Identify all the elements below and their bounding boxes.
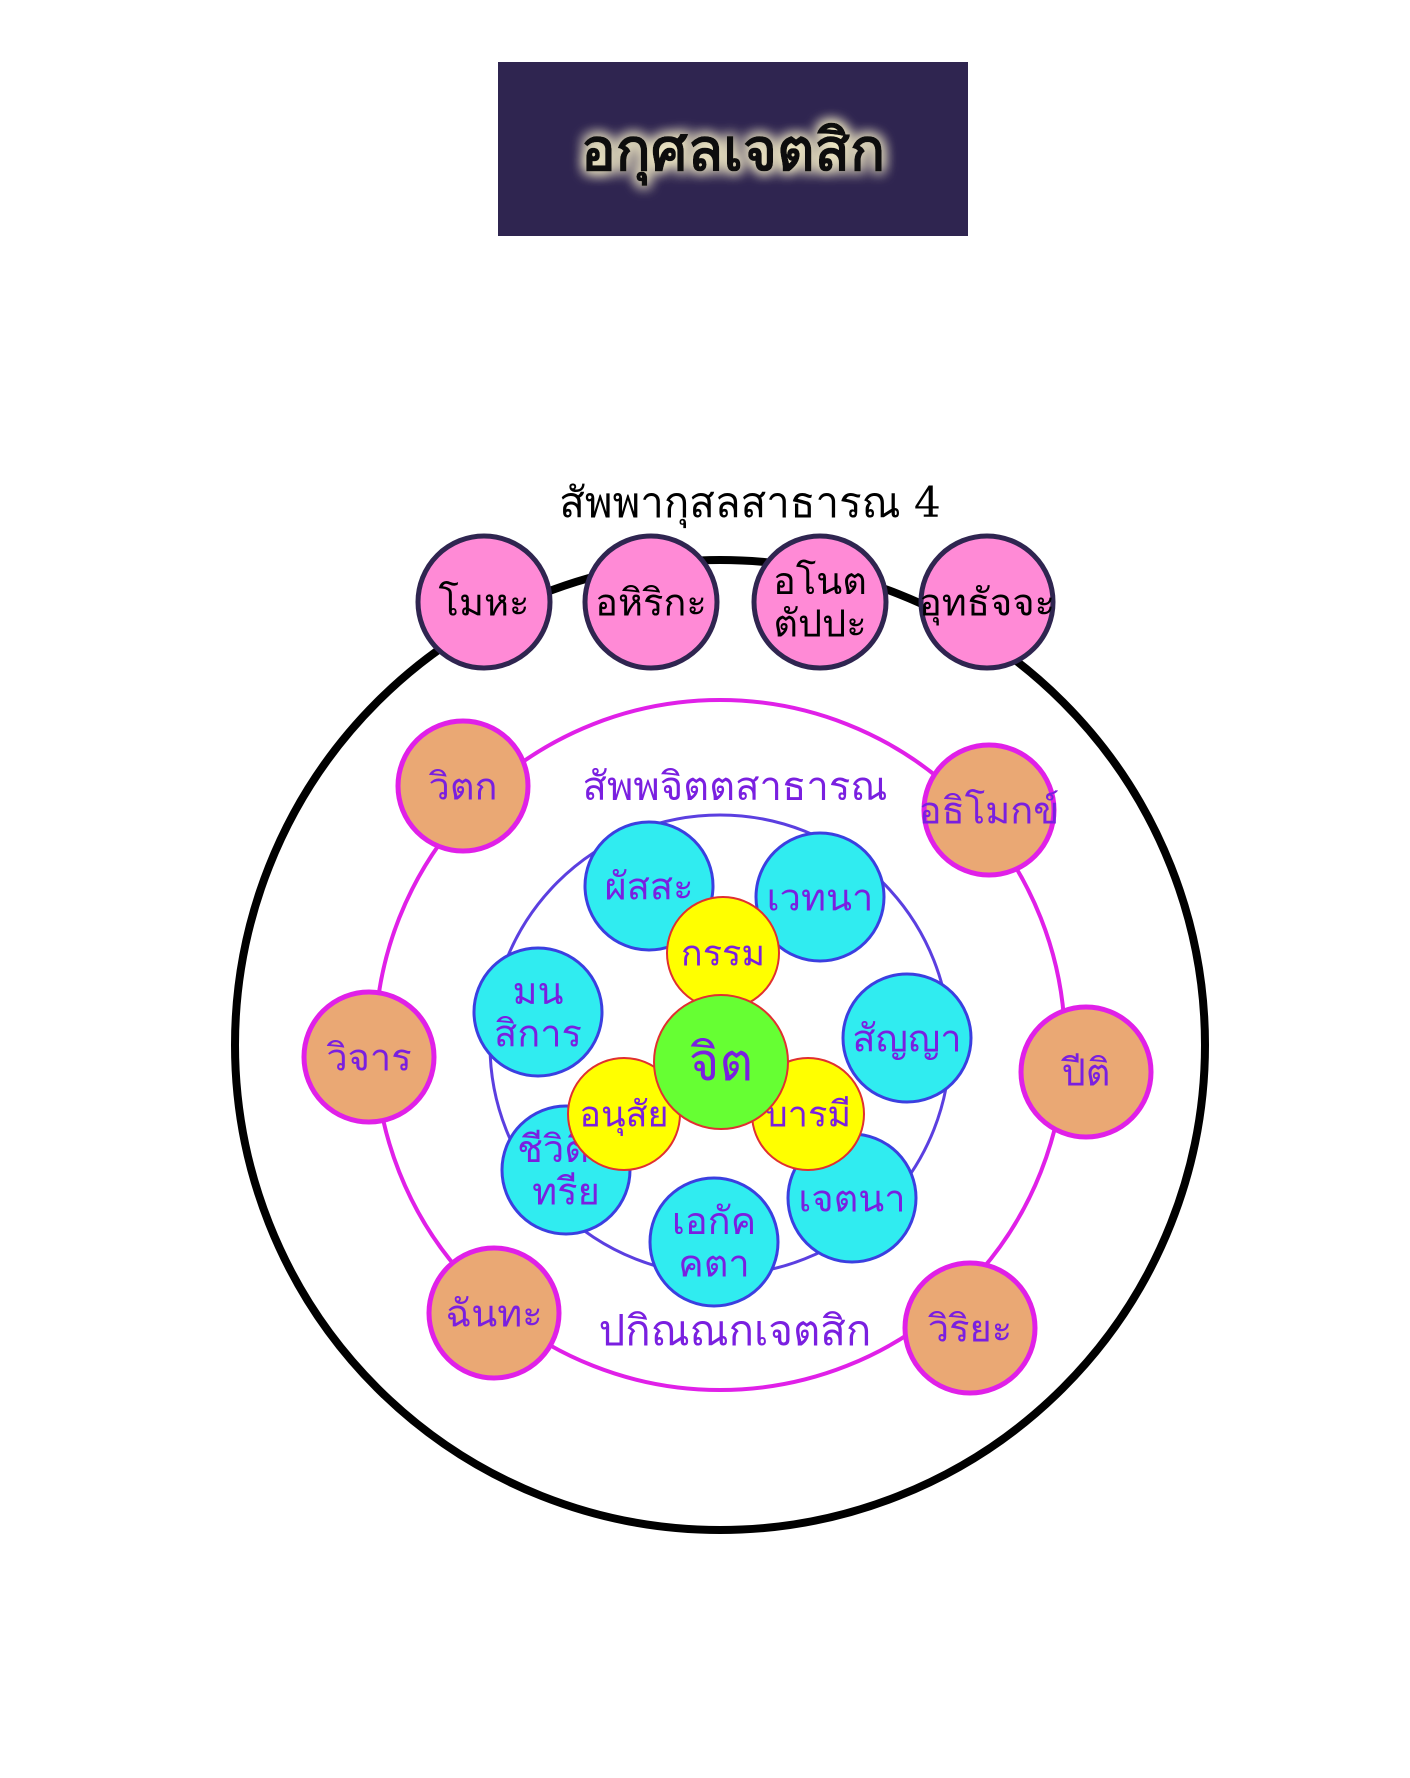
sabbacitta-node-label: สัญญา [852, 1016, 961, 1060]
pakinnaka-node-label: อธิโมกข์ [919, 788, 1059, 832]
sabbacitta-node-circle [754, 831, 886, 963]
top-group-node-circle [582, 533, 720, 671]
top-group-node-circle [918, 533, 1056, 671]
top-group-node-label: อุทธัจจะ [919, 580, 1055, 625]
top-group-node: อหิริกะ [582, 533, 720, 671]
top-group-node-circle [751, 533, 889, 671]
core-satellite-node-label: อนุสัย [579, 1095, 668, 1137]
sabbacitta-node: มนสิการ [472, 946, 604, 1078]
top-group-node-circle [415, 533, 553, 671]
outer-ring [231, 556, 1209, 1534]
core-satellite-node: กรรม [666, 896, 780, 1010]
sabbacitta-node: สัญญา [841, 972, 973, 1104]
pakinnaka-label: ปกิณณกเจตสิก [599, 1306, 872, 1355]
core-satellite-node-label: กรรม [681, 934, 765, 975]
pakinnaka-node-circle [902, 1260, 1038, 1396]
node-layer: โมหะ อหิริกะ อโนตตัปปะ อุทธัจจะวิตกอธิโมกข์… [301, 533, 1154, 1396]
sabbacitta-node-label: เจตนา [798, 1176, 905, 1220]
sabbacitta-node-circle [648, 1176, 780, 1308]
sabbacitta-node-circle [472, 946, 604, 1078]
pakinnaka-node-circle [426, 1245, 562, 1381]
top-group-label: สัพพากุสลสาธารณ 4 [559, 478, 940, 529]
pakinnaka-node-label: วิตก [428, 764, 497, 808]
pakinnaka-node: วิจาร [301, 989, 437, 1125]
top-group-node: อุทธัจจะ [918, 533, 1056, 671]
sabbacitta-node-label: เอกัคคตา [672, 1199, 756, 1286]
sabbacitta-node-label: เวทนา [767, 875, 874, 919]
sabbacitta-node: เวทนา [754, 831, 886, 963]
center-node: จิต [653, 994, 789, 1130]
sabbacitta-node-label: ผัสสะ [604, 864, 693, 908]
sabbacitta-node: เอกัคคตา [648, 1176, 780, 1308]
pakinnaka-node: อธิโมกข์ [919, 742, 1059, 878]
top-group-node: อโนตตัปปะ [751, 533, 889, 671]
pakinnaka-node: ฉันทะ [426, 1245, 562, 1381]
title-banner [498, 62, 968, 236]
pakinnaka-node-circle [1018, 1004, 1154, 1140]
pakinnaka-node: ปีติ [1018, 1004, 1154, 1140]
center-node-label: จิต [689, 1033, 753, 1093]
top-group-node-label: โมหะ [439, 580, 530, 624]
sabbacitta-node-label: มนสิการ [494, 969, 582, 1056]
pakinnaka-node-label: วิริยะ [928, 1306, 1012, 1350]
pakinnaka-node-circle [921, 742, 1057, 878]
top-group-node-label: อหิริกะ [595, 580, 707, 624]
top-group-node-label: อโนตตัปปะ [773, 559, 867, 646]
core-satellite-node-label: บารมี [765, 1095, 851, 1136]
center-node-circle [653, 994, 789, 1130]
pakinnaka-node-label: วิจาร [326, 1035, 411, 1079]
pakinnaka-node-circle [301, 989, 437, 1125]
pakinnaka-node-circle [395, 718, 531, 854]
page-title: อกุศลเจตสิก [581, 116, 885, 187]
pakinnaka-node: วิริยะ [902, 1260, 1038, 1396]
pakinnaka-node-label: ปีติ [1061, 1050, 1110, 1094]
sabbacitta-node-circle [841, 972, 973, 1104]
top-group-node: โมหะ [415, 533, 553, 671]
pakinnaka-node-label: ฉันทะ [445, 1291, 542, 1335]
pakinnaka-node: วิตก [395, 718, 531, 854]
sabbacitta-label: สัพพจิตตสาธารณ [583, 764, 888, 810]
